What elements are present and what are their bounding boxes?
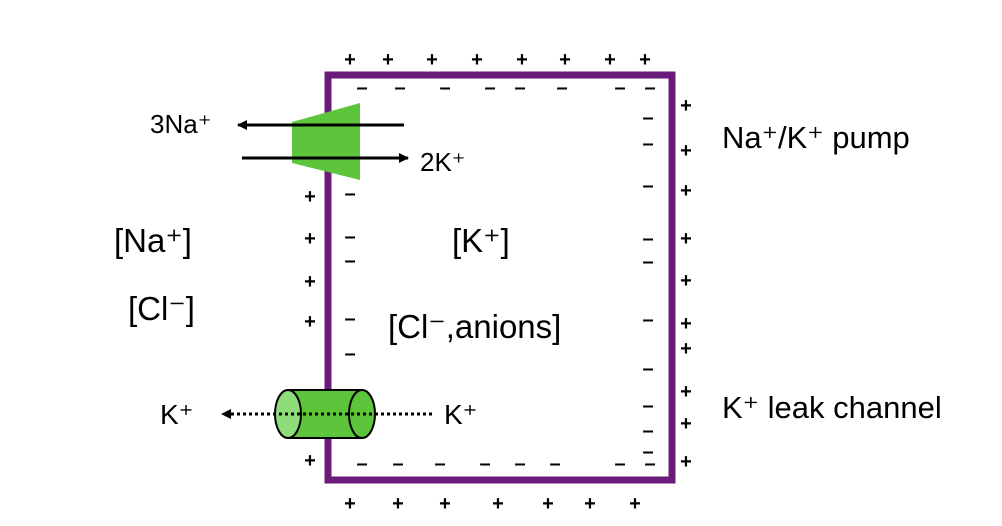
charge-negative: –: [614, 77, 625, 99]
charge-positive: +: [680, 180, 692, 202]
charge-positive: +: [426, 49, 438, 71]
charge-positive: +: [680, 338, 692, 360]
charge-positive: +: [304, 228, 316, 250]
charge-negative: –: [642, 395, 653, 417]
pump-name-label: Na⁺/K⁺ pump: [722, 120, 910, 155]
charge-negative: –: [644, 77, 655, 99]
charge-negative: –: [434, 453, 445, 475]
charge-positive: +: [492, 493, 504, 515]
charge-negative: –: [344, 343, 355, 365]
charge-negative: –: [344, 250, 355, 272]
charge-positive: +: [680, 228, 692, 250]
charge-negative: –: [644, 453, 655, 475]
charge-positive: +: [304, 450, 316, 472]
inside-cl-anions-label: [Cl⁻,anions]: [388, 308, 561, 345]
cell-membrane: [324, 71, 676, 484]
leak-out-ion-label: K⁺: [160, 399, 193, 430]
charge-negative: –: [394, 77, 405, 99]
charge-negative: –: [642, 441, 653, 463]
charge-positive: +: [344, 49, 356, 71]
charge-positive: +: [680, 95, 692, 117]
charge-negative: –: [514, 77, 525, 99]
charge-negative: –: [356, 77, 367, 99]
charge-positive: +: [471, 49, 483, 71]
charge-negative: –: [392, 453, 403, 475]
charge-positive: +: [382, 49, 394, 71]
charge-positive: +: [680, 413, 692, 435]
charge-negative: –: [439, 77, 450, 99]
charge-negative: –: [642, 251, 653, 273]
charge-positive: +: [559, 49, 571, 71]
charge-positive: +: [680, 270, 692, 292]
charge-negative: –: [642, 358, 653, 380]
charge-negative: –: [642, 107, 653, 129]
charge-positive: +: [392, 493, 404, 515]
charge-positive: +: [542, 493, 554, 515]
charge-negative: –: [356, 453, 367, 475]
charge-positive: +: [680, 140, 692, 162]
outside-cl-label: [Cl⁻]: [128, 290, 195, 327]
charge-negative: –: [484, 77, 495, 99]
charge-negative: –: [514, 453, 525, 475]
pump-in-ion-label: 2K⁺: [420, 147, 466, 177]
leak-in-ion-label: K⁺: [444, 399, 477, 430]
charge-positive: +: [344, 493, 356, 515]
charge-negative: –: [479, 453, 490, 475]
charge-negative: –: [642, 309, 653, 331]
charge-negative: –: [614, 453, 625, 475]
outside-na-label: [Na⁺]: [114, 222, 192, 259]
charge-negative: –: [642, 228, 653, 250]
charge-positive: +: [680, 451, 692, 473]
charge-positive: +: [680, 313, 692, 335]
charge-negative: –: [642, 133, 653, 155]
charge-positive: +: [680, 381, 692, 403]
charge-positive: +: [584, 493, 596, 515]
charge-negative: –: [344, 226, 355, 248]
charge-negative: –: [549, 453, 560, 475]
leak-channel-name-label: K⁺ leak channel: [722, 390, 942, 425]
charge-positive: +: [629, 493, 641, 515]
charge-positive: +: [516, 49, 528, 71]
charge-negative: –: [344, 308, 355, 330]
charge-positive: +: [439, 493, 451, 515]
charge-positive: +: [304, 311, 316, 333]
pump-out-ion-label: 3Na⁺: [150, 109, 211, 139]
charge-negative: –: [642, 420, 653, 442]
charge-negative: –: [344, 183, 355, 205]
charge-positive: +: [639, 49, 651, 71]
charge-positive: +: [304, 186, 316, 208]
trapezoid-pump-icon: [292, 103, 360, 180]
k-leak-channel: K⁺ K⁺: [160, 389, 477, 439]
charge-positive: +: [304, 271, 316, 293]
na-k-pump: 3Na⁺ 2K⁺: [150, 103, 466, 180]
membrane-charges: ++++++++––––––––+++++++––––––––+++++––––…: [304, 49, 692, 515]
charge-negative: –: [642, 175, 653, 197]
inside-k-label: [K⁺]: [452, 222, 510, 259]
charge-positive: +: [604, 49, 616, 71]
charge-negative: –: [556, 77, 567, 99]
